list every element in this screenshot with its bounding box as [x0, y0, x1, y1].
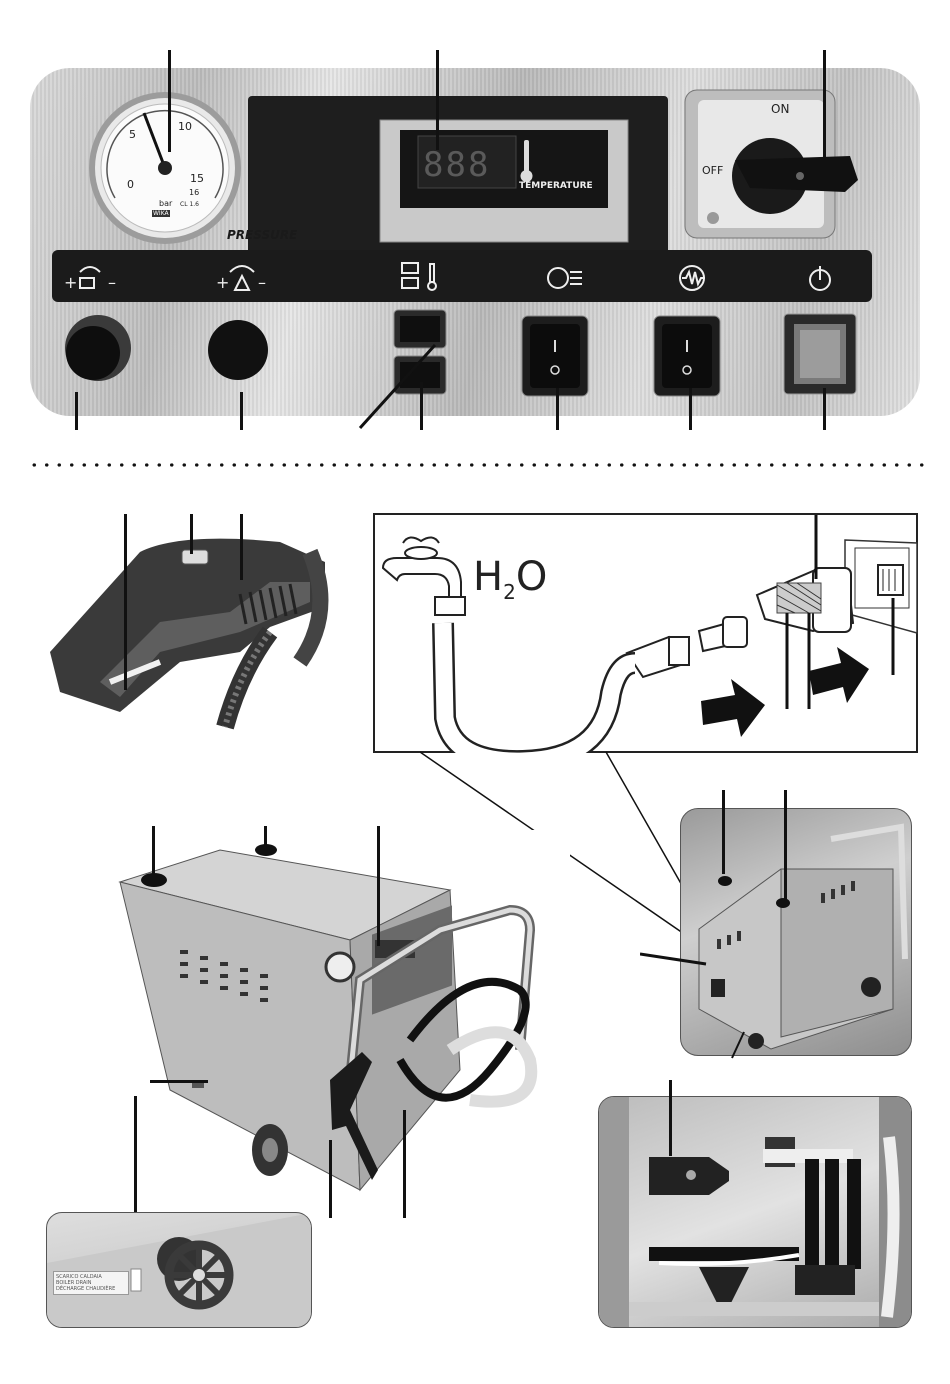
callout-rear-wheel: [730, 1030, 750, 1060]
callout-knob-water: [240, 392, 243, 430]
accessory-holder-photo: [598, 1096, 912, 1328]
callout-top-cap-right: [264, 826, 267, 848]
machine-front-photo: [110, 830, 570, 1230]
gauge-label-15: 15: [190, 172, 204, 185]
callout-gun-handle: [240, 514, 243, 580]
section-divider: [28, 462, 928, 468]
temperature-label: TEMPERATURE: [519, 181, 593, 191]
water-connection-diagram: [373, 513, 918, 753]
svg-text:+: +: [216, 273, 229, 292]
svg-text:–: –: [258, 273, 266, 292]
callout-accessory-holder: [669, 1080, 672, 1156]
water-label: H2O: [473, 554, 547, 604]
gauge-unit: bar: [159, 199, 172, 208]
steam-gun-photo: [40, 512, 330, 732]
callout-knob-steam: [75, 392, 78, 430]
pressure-label: PRESSURE: [227, 228, 297, 242]
switch-off-label: OFF: [702, 164, 723, 177]
gauge-max-mark: 16: [189, 188, 199, 197]
boiler-valve-photo: SCARICO CALDAIA BOILER DRAIN DÉCHARGE CH…: [46, 1212, 312, 1328]
switch-on-label: ON: [771, 102, 789, 116]
callout-main-switch: [823, 50, 826, 180]
callout-gun-lock: [190, 514, 193, 554]
callout-drain-tap: [150, 1080, 208, 1083]
callout-hose: [403, 1110, 406, 1218]
callout-temp-down: [420, 382, 423, 430]
callout-top-cap-left: [152, 826, 155, 876]
gauge-brand: WIKA: [152, 210, 170, 217]
gauge-label-10: 10: [178, 120, 192, 133]
gauge-accuracy-class: CL 1.6: [180, 201, 199, 208]
callout-rear-cap-right: [784, 790, 787, 900]
callout-power-switch: [823, 388, 826, 430]
svg-text:–: –: [108, 273, 116, 292]
machine-rear-photo: [680, 808, 912, 1056]
callout-front-panel: [377, 826, 380, 946]
svg-text:+: +: [64, 273, 77, 292]
gauge-label-5: 5: [129, 128, 136, 141]
callout-temp-up: [355, 340, 455, 430]
control-panel-photo: + – + –: [30, 68, 920, 416]
temperature-display: 888: [423, 145, 490, 185]
callout-gun-trigger: [124, 514, 127, 690]
callout-heater-switch: [689, 388, 692, 430]
boiler-drain-sticker: SCARICO CALDAIA BOILER DRAIN DÉCHARGE CH…: [53, 1271, 129, 1295]
callout-gun-holder: [329, 1140, 332, 1218]
callout-gauge: [168, 50, 171, 152]
gauge-label-0: 0: [127, 178, 134, 191]
callout-rear-inlet: [640, 950, 710, 970]
callout-steam-switch: [556, 388, 559, 430]
callout-boiler-valve: [134, 1096, 137, 1226]
callout-rear-cap-left: [722, 790, 725, 874]
callout-display: [436, 50, 439, 150]
